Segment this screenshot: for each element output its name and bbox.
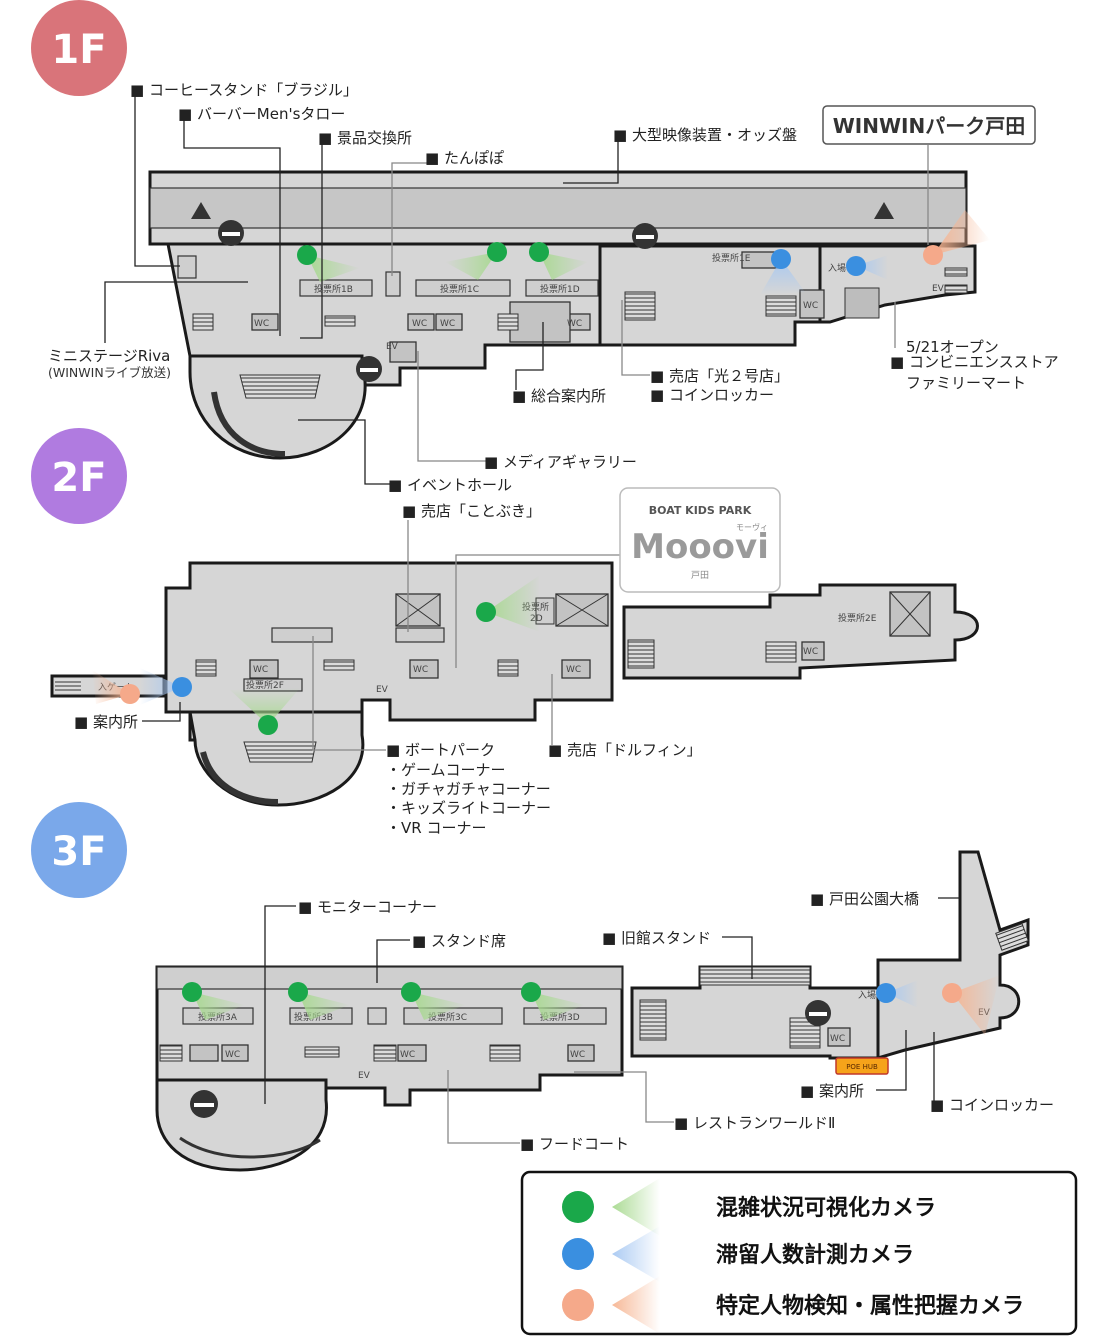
label-food-court: ■ フードコート — [520, 1135, 629, 1153]
entry-label: 入場 — [828, 262, 846, 274]
wc-label: WC — [225, 1050, 240, 1060]
svg-text:滞留人数計測カメラ: 滞留人数計測カメラ — [716, 1242, 914, 1268]
legend-item-occupancy: 滞留人数計測カメラ — [562, 1226, 914, 1282]
booth-2f: 投票所2F — [246, 679, 284, 691]
label-boat-park: ■ ボートパーク — [386, 741, 495, 759]
label-mini-stage-sub: (WINWINライブ放送) — [48, 365, 171, 380]
label-general-info: ■ 総合案内所 — [512, 387, 606, 405]
label-prize-exchange: ■ 景品交換所 — [318, 129, 412, 147]
svg-text:1F: 1F — [51, 27, 106, 73]
booth-1e: 投票所1E — [712, 252, 751, 264]
svg-text:3F: 3F — [51, 829, 106, 875]
ev-label: EV — [376, 685, 389, 695]
svg-text:モーヴィ: モーヴィ — [736, 522, 768, 532]
wc-label: WC — [413, 665, 428, 675]
warning-icon — [191, 202, 894, 219]
floor-badge-2f: 2F — [31, 428, 127, 524]
label-shop-hikari: ■ 売店「光２号店」 — [650, 367, 789, 385]
smoking-icon — [218, 220, 658, 382]
winwin-logo: WINWINパーク戸田 — [822, 105, 1036, 145]
wc-label: WC — [570, 1050, 585, 1060]
floor-badge-3f: 3F — [31, 802, 127, 898]
booth-1c: 投票所1C — [440, 283, 479, 295]
wc-label: WC — [253, 665, 268, 675]
legend-item-detection: 特定人物検知・属性把握カメラ — [562, 1276, 1024, 1334]
poe-hub-label: POE HUB — [846, 1063, 878, 1071]
booth-2e: 投票所2E — [838, 612, 877, 624]
entry-label: 入場 — [858, 989, 876, 1001]
label-coffee-stand: ■ コーヒースタンド「ブラジル」 — [130, 81, 358, 99]
label-restaurant-world: ■ レストランワールドⅡ — [674, 1114, 835, 1132]
label-coin-locker-3f: ■ コインロッカー — [930, 1096, 1054, 1114]
floor-1f-plan: 投票所1B 投票所1C 投票所1D 投票所1E 入場 WC WC WC WC W… — [148, 170, 977, 460]
svg-text:WINWINパーク戸田: WINWINパーク戸田 — [833, 114, 1025, 138]
label-familymart: ファミリーマート — [906, 374, 1026, 392]
booth-1b: 投票所1B — [314, 283, 353, 295]
label-old-stand: ■ 旧館スタンド — [602, 929, 711, 947]
legend-item-congestion: 混雑状況可視化カメラ — [562, 1178, 936, 1236]
leader-lines-2f — [142, 520, 620, 751]
svg-text:混雑状況可視化カメラ: 混雑状況可視化カメラ — [716, 1195, 936, 1221]
label-gacha-corner: ・ガチャガチャコーナー — [386, 780, 551, 798]
label-monitor-corner: ■ モニターコーナー — [298, 898, 437, 916]
label-game-corner: ・ゲームコーナー — [386, 761, 506, 779]
label-mini-stage: ミニステージRiva — [48, 347, 170, 365]
wc-label: WC — [830, 1034, 845, 1044]
camera-marks-2f — [92, 575, 540, 735]
leader-lines-1f — [104, 95, 929, 485]
label-toda-bridge: ■ 戸田公園大橋 — [810, 890, 919, 908]
label-shop-dolphin: ■ 売店「ドルフィン」 — [548, 741, 702, 759]
wc-label: WC — [440, 319, 455, 329]
svg-text:戸田: 戸田 — [691, 570, 709, 581]
label-open-date: 5/21オープン — [906, 338, 999, 356]
ev-label: EV — [358, 1071, 371, 1081]
svg-text:2F: 2F — [51, 455, 106, 501]
wc-label: WC — [567, 319, 582, 329]
smoking-icon — [190, 1000, 831, 1118]
svg-text:Mooovi: Mooovi — [631, 527, 769, 567]
label-vr-corner: ・VR コーナー — [386, 819, 486, 837]
ev-label: EV — [386, 342, 399, 352]
label-info-2f: ■ 案内所 — [74, 713, 138, 731]
wc-label: WC — [803, 301, 818, 311]
wc-label: WC — [412, 319, 427, 329]
label-tanpopo: ■ たんぽぽ — [425, 149, 504, 167]
wc-label: WC — [803, 647, 818, 657]
label-barber: ■ バーバーMen'sタロー — [178, 105, 345, 123]
label-media-gallery: ■ メディアギャラリー — [484, 453, 637, 471]
camera-marks-1f — [297, 210, 990, 295]
leader-lines-3f — [264, 897, 960, 1144]
booth-1d: 投票所1D — [540, 283, 580, 295]
svg-text:特定人物検知・属性把握カメラ: 特定人物検知・属性把握カメラ — [716, 1293, 1024, 1319]
floor-badge-1f: 1F — [31, 0, 127, 96]
label-coin-locker-1f: ■ コインロッカー — [650, 386, 774, 404]
label-event-hall: ■ イベントホール — [388, 476, 512, 494]
wc-label: WC — [400, 1050, 415, 1060]
label-info-3f: ■ 案内所 — [800, 1082, 864, 1100]
svg-text:BOAT KIDS PARK: BOAT KIDS PARK — [649, 504, 752, 517]
label-convenience-store: ■ コンビニエンスストア — [890, 353, 1059, 371]
wc-label: WC — [566, 665, 581, 675]
kids-park-logo: BOAT KIDS PARK Mooovi モーヴィ 戸田 — [619, 487, 781, 593]
ev-label: EV — [932, 284, 945, 294]
wc-label: WC — [254, 319, 269, 329]
label-stand-seats: ■ スタンド席 — [412, 932, 506, 950]
camera-marks-3f — [182, 975, 1000, 1035]
label-shop-kotobuki: ■ 売店「ことぶき」 — [402, 502, 541, 520]
label-big-screen: ■ 大型映像装置・オッズ盤 — [613, 126, 797, 144]
label-kids-light: ・キッズライトコーナー — [386, 799, 551, 817]
camera-legend: 混雑状況可視化カメラ 滞留人数計測カメラ 特定人物検知・属性把握カメラ — [520, 1170, 1078, 1336]
